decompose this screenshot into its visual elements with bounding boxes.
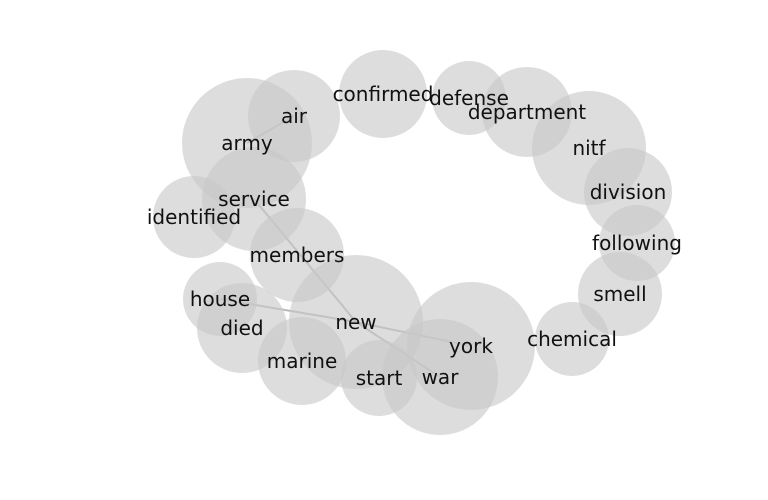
node-label-new: new	[335, 310, 376, 334]
node-bubble-identified	[153, 176, 235, 258]
node-bubble-war	[382, 319, 498, 435]
node-bubble-chemical	[535, 302, 609, 376]
node-label-identified: identified	[147, 205, 241, 229]
node-label-following: following	[592, 231, 682, 255]
node-label-army: army	[221, 131, 273, 155]
node-bubble-confirmed	[339, 50, 427, 138]
node-label-members: members	[250, 243, 345, 267]
node-label-air: air	[281, 104, 308, 128]
bubble-layer	[153, 50, 675, 435]
node-label-war: war	[422, 365, 460, 389]
node-label-house: house	[190, 287, 250, 311]
node-label-york: york	[449, 334, 493, 358]
node-label-service: service	[218, 187, 290, 211]
node-label-nitf: nitf	[572, 136, 606, 160]
node-label-division: division	[590, 180, 667, 204]
node-label-start: start	[356, 366, 403, 390]
node-label-died: died	[220, 316, 263, 340]
node-label-defense: defense	[429, 86, 509, 110]
node-label-confirmed: confirmed	[333, 82, 434, 106]
node-label-department: department	[468, 100, 586, 124]
node-label-marine: marine	[267, 349, 338, 373]
node-label-smell: smell	[593, 282, 646, 306]
node-label-chemical: chemical	[527, 327, 617, 351]
node-bubble-marine	[258, 317, 346, 405]
